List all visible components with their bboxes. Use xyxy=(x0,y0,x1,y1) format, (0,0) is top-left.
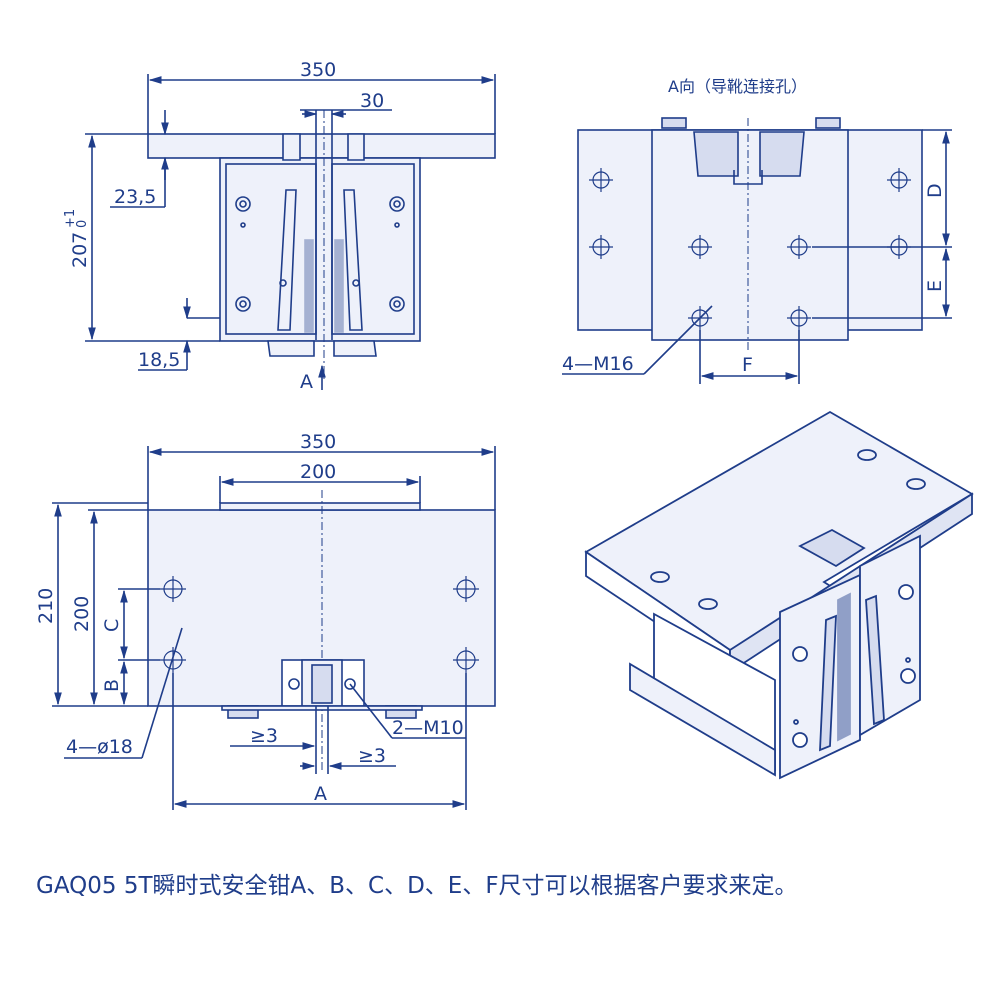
side-hole-label: 4—M16 xyxy=(562,353,634,375)
top-bolt-label: 2—M10 xyxy=(392,717,464,739)
side-dim-e: E xyxy=(924,280,946,292)
side-dim-f: F xyxy=(742,354,753,376)
top-view xyxy=(52,446,496,810)
front-dim-tol-lower: 0 xyxy=(75,220,90,228)
front-dim-height: 207 xyxy=(69,232,91,268)
top-dim-c: C xyxy=(101,619,123,632)
top-gap-right: ≥3 xyxy=(358,745,386,767)
front-view-arrow-label: A xyxy=(300,371,313,393)
front-dim-gap: 30 xyxy=(360,90,384,112)
front-dim-width: 350 xyxy=(300,59,336,81)
top-dim-b: B xyxy=(101,679,123,692)
front-view xyxy=(85,74,496,390)
top-dim-width: 350 xyxy=(300,431,336,453)
caption: GAQ05 5T瞬时式安全钳A、B、C、D、E、F尺寸可以根据客户要求来定。 xyxy=(36,873,798,899)
side-view xyxy=(562,117,952,384)
front-dim-tol-upper: +1 xyxy=(63,209,78,228)
top-dim-total-height: 210 xyxy=(35,588,57,624)
top-dim-height: 200 xyxy=(71,596,93,632)
side-dim-d: D xyxy=(924,183,946,198)
top-gap-left: ≥3 xyxy=(250,725,278,747)
front-dim-top: 23,5 xyxy=(114,186,156,208)
top-dim-a: A xyxy=(314,783,327,805)
side-view-title: A向（导靴连接孔） xyxy=(668,77,807,96)
isometric-view xyxy=(584,410,974,780)
front-top-plate xyxy=(147,133,496,159)
front-body xyxy=(219,157,421,342)
front-dim-bottom: 18,5 xyxy=(138,349,180,371)
top-hole-label: 4—ø18 xyxy=(66,736,133,758)
top-dim-inner: 200 xyxy=(300,461,336,483)
